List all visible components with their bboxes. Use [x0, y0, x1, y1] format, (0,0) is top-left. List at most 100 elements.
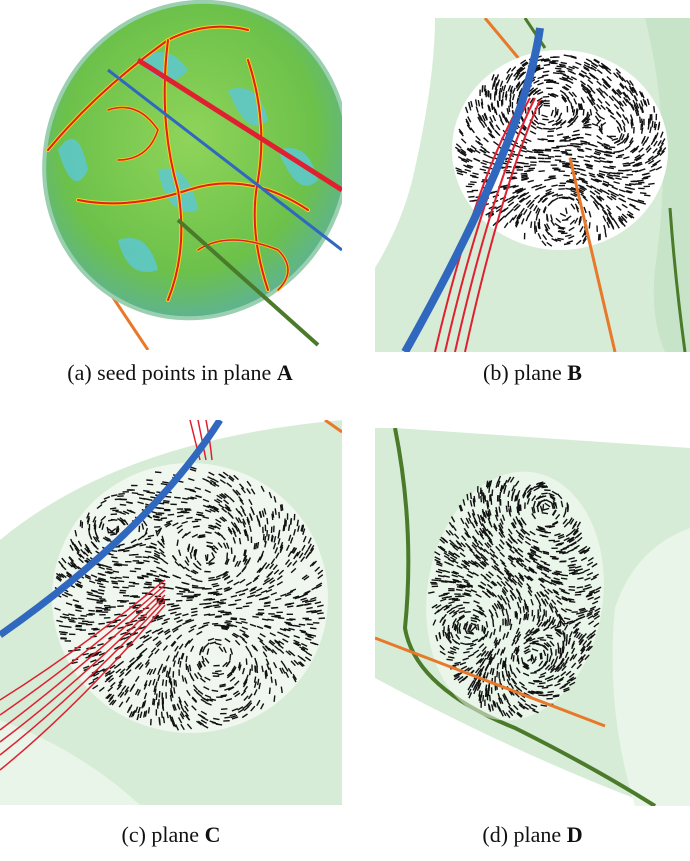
vector-glyph: [206, 698, 214, 702]
vector-glyph: [178, 590, 186, 593]
vector-glyph: [515, 647, 520, 655]
vector-glyph: [492, 553, 499, 560]
vector-glyph: [58, 573, 65, 579]
vector-glyph: [471, 512, 476, 520]
vector-glyph: [191, 610, 198, 614]
vector-glyph: [212, 544, 219, 551]
vector-glyph: [278, 511, 281, 519]
vector-glyph: [109, 664, 116, 670]
vector-glyph: [252, 615, 259, 618]
vector-glyph: [502, 633, 506, 640]
vector-glyph: [567, 117, 573, 124]
vector-glyph: [584, 118, 591, 124]
vector-glyph: [493, 560, 499, 567]
vector-glyph: [594, 607, 601, 613]
vector-glyph: [536, 97, 543, 102]
vector-glyph: [586, 610, 594, 616]
vector-glyph: [551, 599, 557, 606]
vector-glyph: [241, 626, 249, 631]
vector-glyph: [596, 69, 603, 75]
vector-glyph: [528, 566, 535, 572]
vector-glyph: [205, 531, 212, 534]
vector-glyph: [566, 67, 573, 71]
vector-glyph: [270, 558, 276, 565]
vector-glyph: [513, 71, 519, 77]
vector-glyph: [516, 213, 521, 220]
vector-glyph: [525, 484, 531, 490]
vector-glyph: [229, 653, 232, 661]
vector-glyph: [457, 149, 464, 155]
vector-glyph: [474, 681, 479, 689]
vector-glyph: [574, 621, 581, 627]
vector-glyph: [215, 593, 223, 596]
vector-glyph: [537, 138, 544, 141]
vector-glyph: [128, 711, 133, 718]
vector-glyph: [202, 716, 209, 722]
vector-glyph: [541, 644, 548, 650]
vector-glyph: [495, 74, 500, 81]
vector-glyph: [268, 687, 271, 695]
vector-glyph: [150, 542, 157, 546]
vector-glyph: [620, 215, 627, 222]
vector-glyph: [572, 65, 579, 70]
vector-glyph: [516, 557, 523, 563]
vector-glyph: [512, 704, 519, 711]
vector-glyph: [459, 552, 466, 558]
vector-glyph: [533, 546, 540, 551]
vector-glyph: [539, 185, 547, 190]
vector-glyph: [542, 566, 550, 570]
vector-glyph: [67, 618, 75, 622]
vector-glyph: [579, 639, 585, 646]
vector-glyph: [107, 674, 114, 680]
vector-glyph: [478, 114, 483, 121]
vector-glyph: [128, 554, 136, 556]
vector-glyph: [527, 657, 534, 662]
vector-glyph: [568, 226, 575, 232]
vector-glyph: [572, 160, 579, 163]
vector-glyph: [310, 596, 317, 601]
vector-glyph: [214, 531, 221, 536]
vessel-tube-side: [645, 18, 690, 352]
vector-glyph: [565, 656, 570, 663]
vector-glyph: [587, 557, 594, 562]
vector-glyph: [176, 539, 179, 547]
vector-glyph: [501, 603, 505, 611]
vector-glyph: [616, 172, 624, 175]
vector-glyph: [592, 75, 599, 81]
vector-glyph: [229, 676, 236, 682]
vector-glyph: [242, 704, 249, 710]
vector-glyph: [90, 574, 98, 578]
vector-glyph: [585, 88, 591, 95]
vector-glyph: [529, 485, 536, 491]
vector-glyph: [190, 624, 197, 629]
vector-glyph: [126, 509, 133, 514]
vector-glyph: [581, 610, 588, 614]
vector-glyph: [515, 82, 521, 89]
vector-glyph: [514, 219, 519, 227]
vector-glyph: [565, 215, 572, 221]
vector-glyph: [507, 528, 513, 535]
vector-glyph: [503, 222, 509, 229]
vector-glyph: [480, 495, 483, 503]
vector-glyph: [61, 557, 67, 564]
vector-glyph: [623, 96, 628, 103]
vector-glyph: [551, 122, 559, 127]
vector-glyph: [246, 557, 252, 564]
vector-glyph: [563, 624, 569, 631]
vector-glyph: [593, 59, 600, 64]
vector-glyph: [118, 493, 125, 495]
vector-glyph: [152, 515, 160, 519]
vector-glyph: [292, 673, 298, 681]
vector-glyph: [143, 683, 148, 690]
vector-glyph: [639, 192, 647, 195]
vector-glyph: [560, 658, 565, 665]
vector-glyph: [141, 523, 145, 530]
vector-glyph: [471, 522, 476, 529]
vector-glyph: [317, 569, 324, 575]
vector-glyph: [499, 551, 505, 558]
vector-glyph: [231, 665, 236, 672]
vector-glyph: [570, 677, 577, 682]
vector-glyph: [99, 597, 106, 601]
vector-glyph: [486, 583, 493, 589]
vector-glyph: [523, 665, 530, 670]
